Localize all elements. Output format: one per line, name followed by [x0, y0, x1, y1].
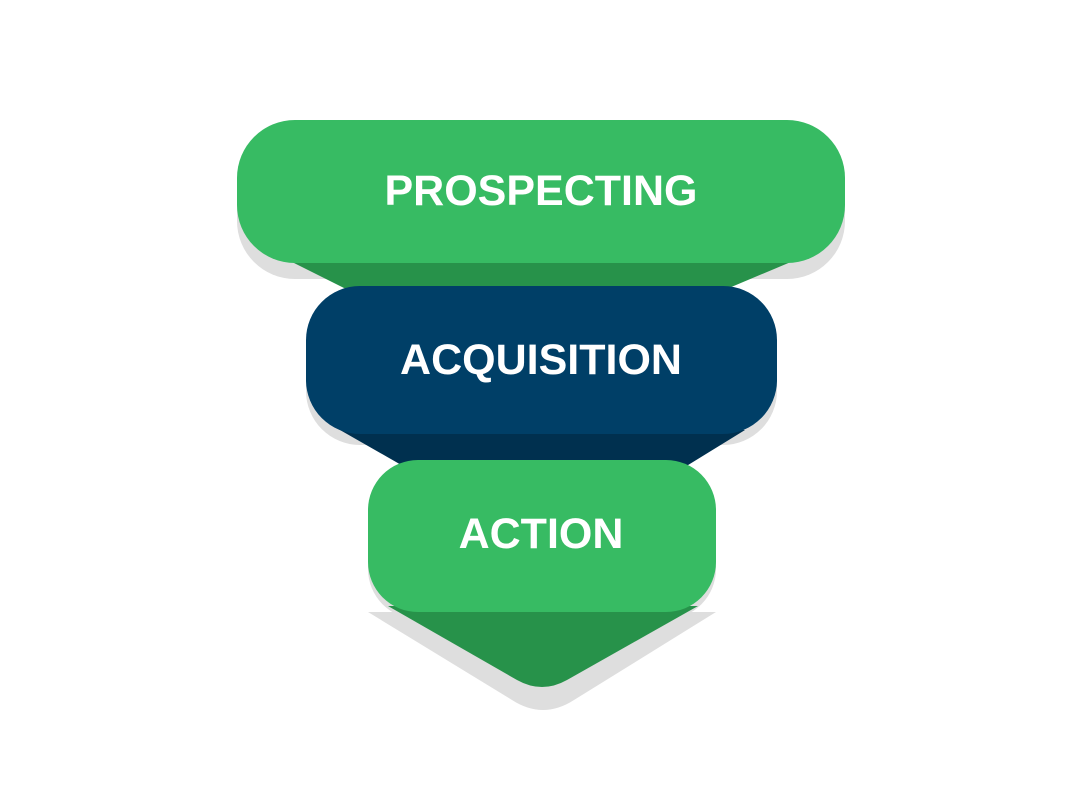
stage-acquisition: ACQUISITION	[306, 286, 777, 434]
stage-band-3	[368, 460, 716, 612]
stage-prospecting: PROSPECTING	[237, 120, 845, 263]
stage-label-2: ACQUISITION	[400, 336, 682, 384]
stage-action: ACTION	[368, 460, 716, 612]
stage-label-1: PROSPECTING	[385, 167, 698, 215]
connector-point	[388, 606, 698, 687]
stage-band-2	[306, 286, 777, 434]
stage-band-1	[237, 120, 845, 263]
stage-label-3: ACTION	[459, 510, 624, 558]
